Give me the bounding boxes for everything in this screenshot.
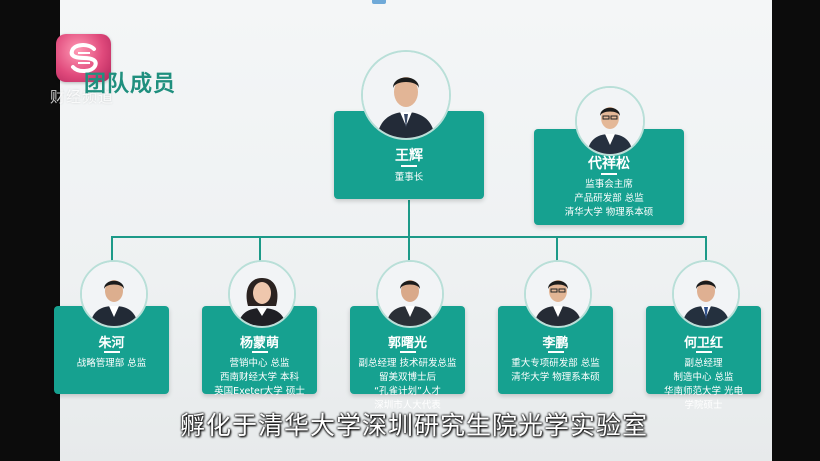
member-description: 副总经理 技术研发总监 留美双博士后 “孔雀计划”人才 深圳市人大代表 (350, 357, 465, 413)
connector-drop-5 (705, 236, 707, 266)
member-name: 何卫红 (683, 336, 723, 351)
member-card-2: 杨蒙萌 营销中心 总监 西南财经大学 本科 英国Exeter大学 硕士 (202, 306, 317, 397)
member-name: 李鹏 (542, 336, 569, 351)
connector-drop-1 (111, 236, 113, 266)
desc-line: 英国Exeter大学 硕士 (214, 386, 305, 397)
leader-card-supervisor: 代祥松 监事会主席 产品研发部 总监 清华大学 物理系本硕 (534, 129, 684, 225)
desc-line: 产品研发部 总监 (574, 193, 644, 204)
avatar-member-5 (672, 260, 740, 328)
desc-line: 学院硕士 (684, 400, 723, 411)
desc-line: 留美双博士后 (378, 372, 436, 383)
desc-line: 清华大学 物理系本硕 (511, 372, 600, 383)
member-card-1: 朱河 战略管理部 总监 (54, 306, 169, 394)
avatar-supervisor (575, 86, 645, 156)
member-description: 董事长 (334, 171, 484, 185)
desc-line: 战略管理部 总监 (76, 358, 147, 369)
avatar-member-1 (80, 260, 148, 328)
name-divider (401, 165, 417, 167)
member-description: 重大专项研发部 总监 清华大学 物理系本硕 (498, 357, 613, 385)
desc-line: “孔雀计划”人才 (374, 386, 441, 397)
desc-line: 董事长 (394, 172, 424, 183)
connector-drop-4 (556, 236, 558, 266)
name-divider (251, 351, 268, 353)
member-description: 监事会主席 产品研发部 总监 清华大学 物理系本硕 (534, 178, 684, 220)
avatar-member-4 (524, 260, 592, 328)
desc-line: 营销中心 总监 (229, 358, 290, 369)
desc-line: 副总经理 (684, 358, 723, 369)
name-divider (103, 351, 120, 353)
avatar-member-3 (376, 260, 444, 328)
member-name: 代祥松 (588, 156, 630, 172)
desc-line: 制造中心 总监 (673, 372, 734, 383)
connector-drop-3 (408, 236, 410, 266)
name-divider (601, 173, 617, 175)
right-letterbox (772, 0, 820, 461)
name-divider (547, 351, 564, 353)
desc-line: 深圳市人大代表 (374, 400, 441, 411)
avatar-member-2 (228, 260, 296, 328)
logo-caption: 财经频道 (50, 88, 115, 106)
member-description: 副总经理 制造中心 总监 华南师范大学 光电 学院硕士 (646, 357, 761, 413)
desc-line: 清华大学 物理系本硕 (564, 207, 654, 218)
connector-drop-2 (259, 236, 261, 266)
member-name: 郭曙光 (387, 336, 427, 351)
desc-line: 西南财经大学 本科 (219, 372, 300, 383)
member-name: 杨蒙萌 (239, 336, 279, 351)
top-marker (372, 0, 386, 4)
desc-line: 重大专项研发部 总监 (511, 358, 600, 369)
desc-line: 华南师范大学 光电 (663, 386, 744, 397)
left-letterbox (0, 0, 60, 461)
desc-line: 副总经理 技术研发总监 (358, 358, 457, 369)
section-title: 团队成员 (84, 72, 177, 97)
desc-line: 监事会主席 (585, 179, 633, 190)
video-subtitle: 孵化于清华大学深圳研究生院光学实验室 (180, 411, 649, 440)
member-description: 营销中心 总监 西南财经大学 本科 英国Exeter大学 硕士 (202, 357, 317, 399)
leader-card-chairman: 王辉 董事长 (334, 111, 484, 199)
broadcaster-logo-icon (56, 34, 111, 82)
avatar-chairman (361, 50, 451, 140)
name-divider (399, 351, 416, 353)
name-divider (695, 351, 712, 353)
member-name: 王辉 (395, 148, 423, 164)
connector-vertical-main (408, 200, 410, 238)
member-name: 朱河 (98, 336, 125, 351)
member-card-3: 郭曙光 副总经理 技术研发总监 留美双博士后 “孔雀计划”人才 深圳市人大代表 (350, 306, 465, 411)
member-description: 战略管理部 总监 (54, 357, 169, 371)
